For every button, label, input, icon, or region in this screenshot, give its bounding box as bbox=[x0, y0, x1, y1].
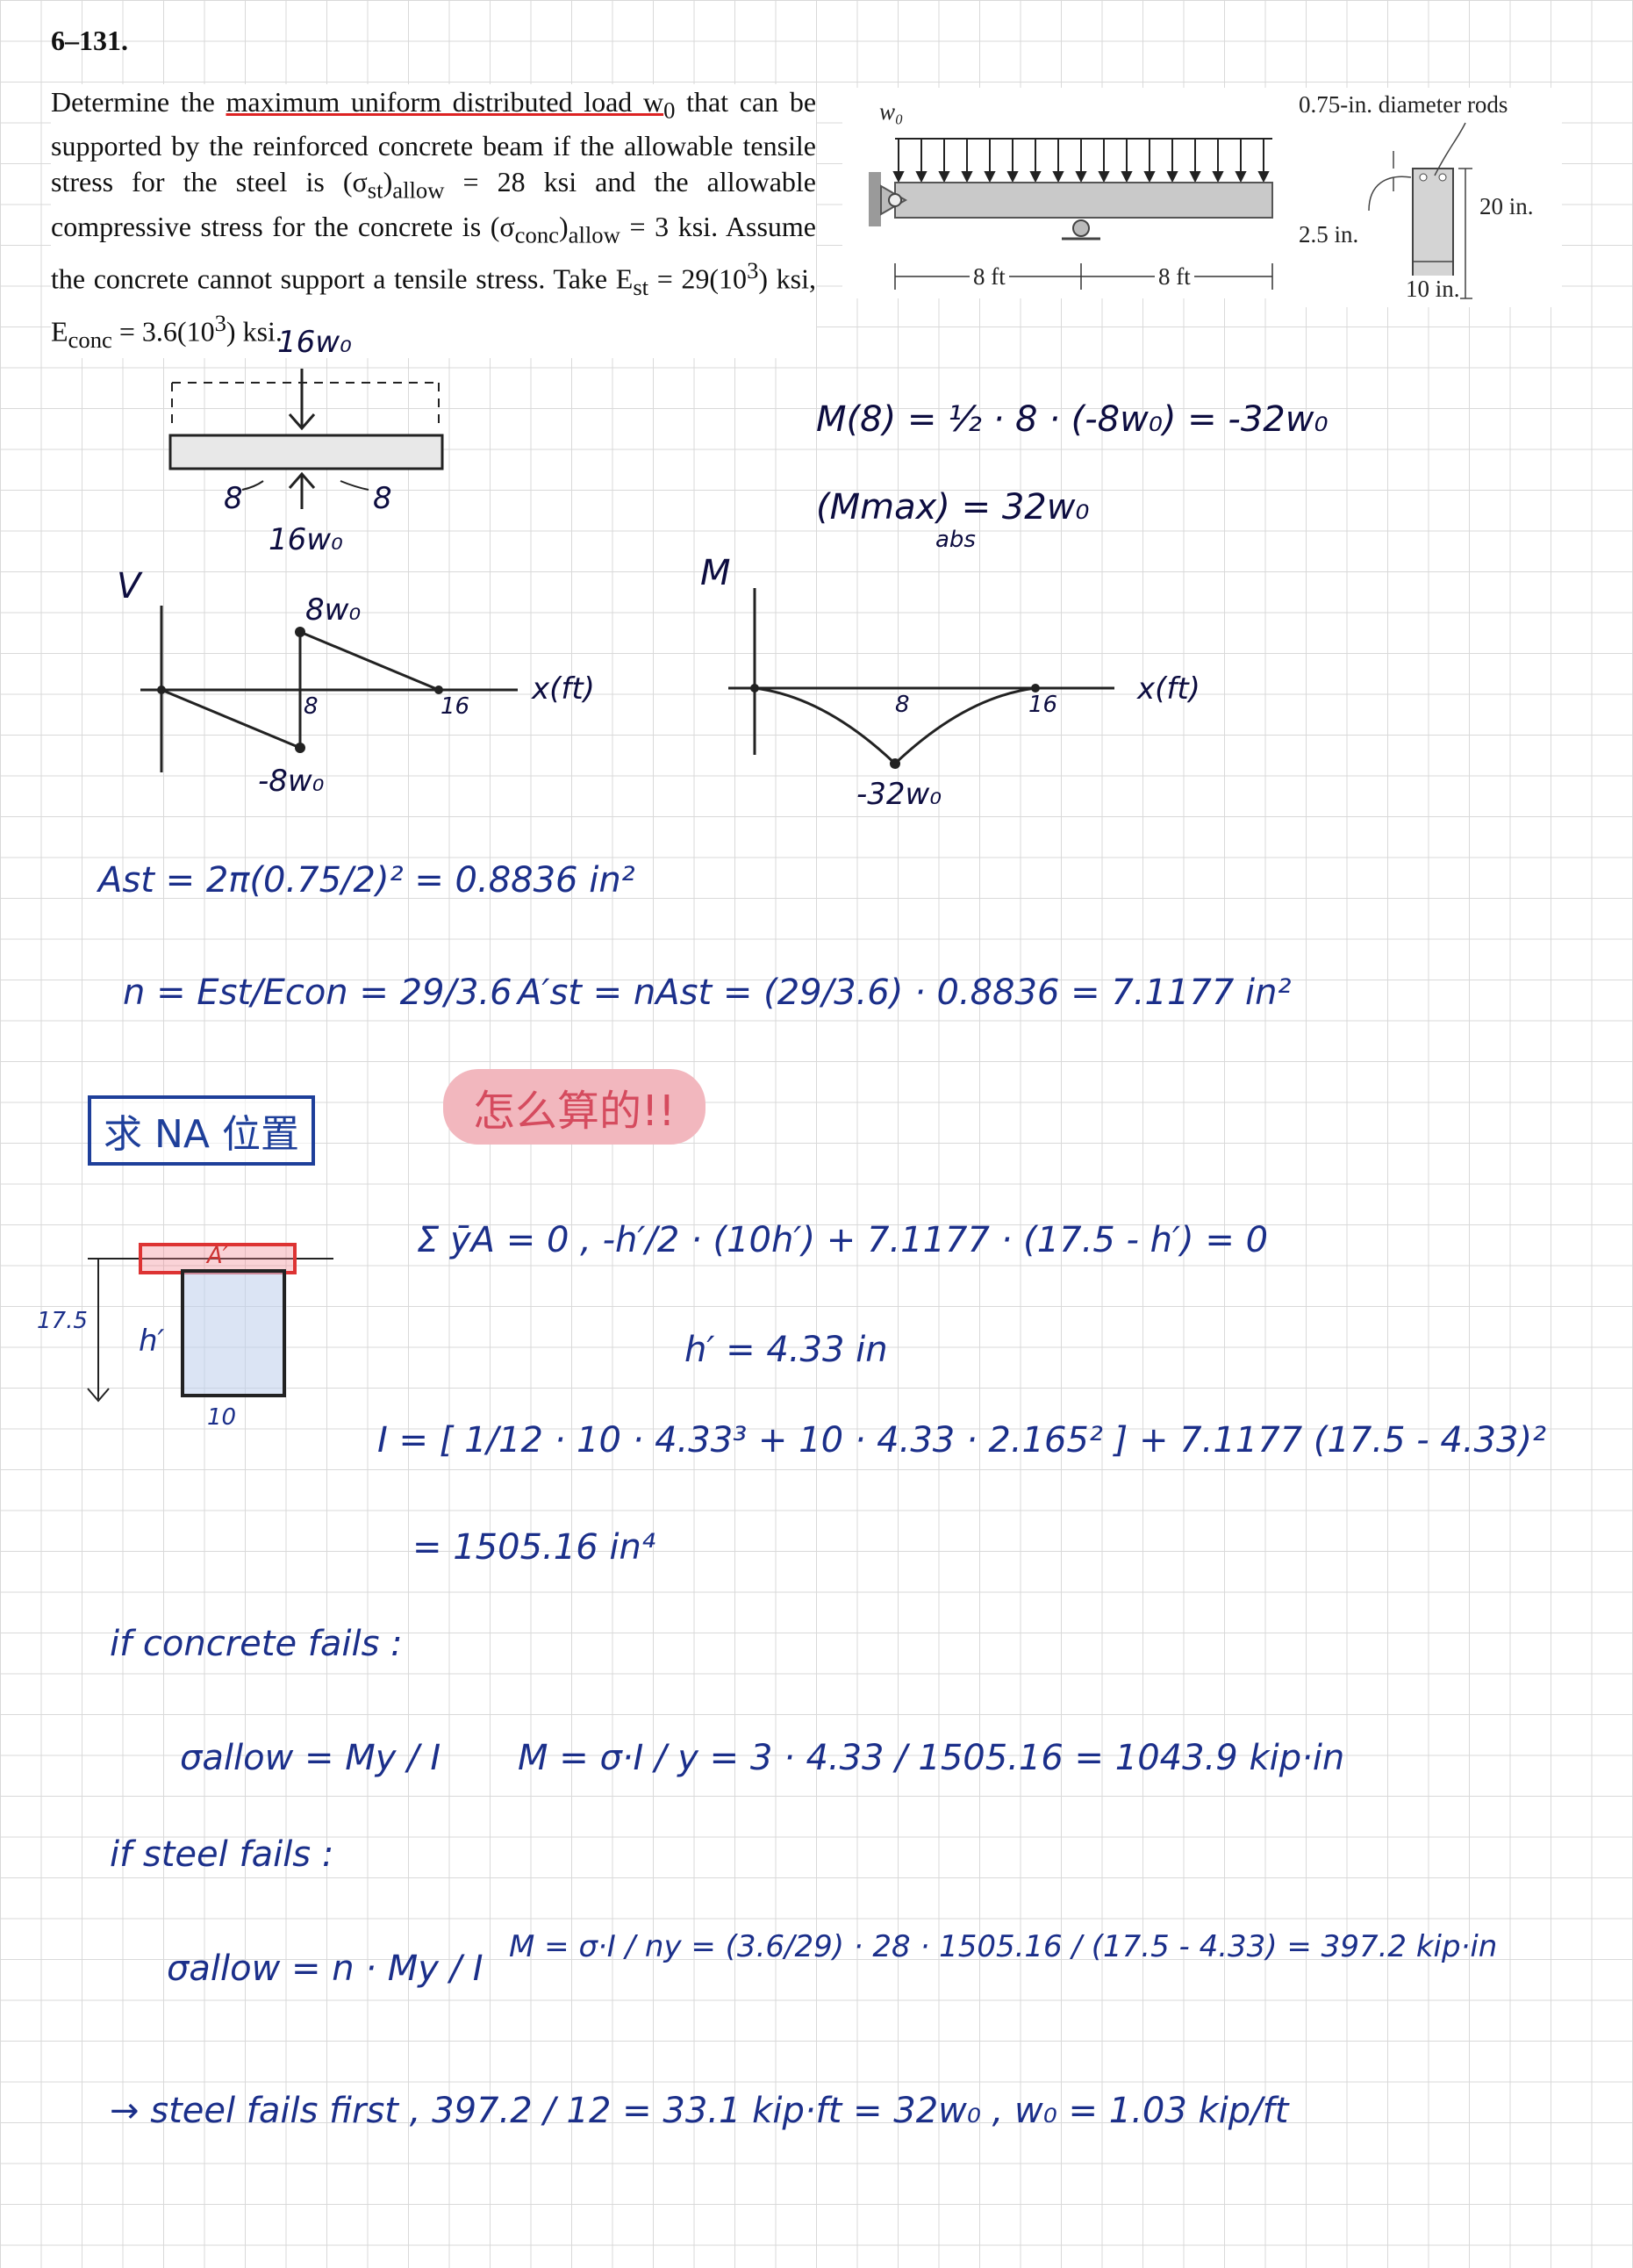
section-sketch bbox=[87, 1243, 333, 1403]
span-left-label: 8 ft bbox=[970, 263, 1009, 291]
shear-peak-neg: -8w₀ bbox=[258, 764, 325, 799]
final-result: → steel fails first , 397.2 / 12 = 33.1 … bbox=[110, 2091, 1289, 2131]
problem-statement: Determine the maximum uniform distribute… bbox=[51, 84, 816, 359]
concrete-eq2: M = σ·I / y = 3 · 4.33 / 1505.16 = 1043.… bbox=[518, 1738, 1345, 1778]
shear-peak-pos: 8w₀ bbox=[305, 592, 362, 628]
shear-axis-label: V bbox=[117, 566, 141, 606]
load-arrowhead bbox=[1189, 171, 1201, 183]
load-arrowhead bbox=[1212, 171, 1224, 183]
load-arrowhead bbox=[1006, 171, 1019, 183]
I-result: = 1505.16 in⁴ bbox=[412, 1527, 655, 1568]
section-h-label: h′ bbox=[139, 1324, 165, 1359]
moment-axis-label: M bbox=[700, 553, 731, 593]
fbd-resultant-top: 16w₀ bbox=[277, 325, 352, 360]
beam-figure: w₀ 8 ft 8 ft bbox=[842, 88, 1299, 298]
beam-drawing bbox=[869, 138, 1273, 290]
load-arrowhead bbox=[1235, 171, 1247, 183]
ast-prime-equation: A′st = nAst = (29/3.6) · 0.8836 = 7.1177… bbox=[518, 973, 1292, 1013]
moment-tick-8: 8 bbox=[895, 692, 910, 718]
load-label: w₀ bbox=[879, 98, 904, 126]
fbd-right-span: 8 bbox=[373, 481, 392, 516]
shear-diagram bbox=[140, 606, 518, 772]
load-arrowhead bbox=[1052, 171, 1064, 183]
fbd-left-span: 8 bbox=[224, 481, 243, 516]
load-arrowhead bbox=[961, 171, 973, 183]
h-result: h′ = 4.33 in bbox=[684, 1330, 888, 1370]
load-arrowhead bbox=[1029, 171, 1042, 183]
shear-tick-8: 8 bbox=[304, 693, 319, 720]
moment-x-label: x(ft) bbox=[1137, 671, 1200, 707]
moment-calc-line2: (Mmax) = 32w₀ bbox=[816, 487, 1090, 528]
cover-label: 2.5 in. bbox=[1299, 221, 1359, 248]
concrete-eq1: σallow = My / I bbox=[180, 1738, 441, 1778]
steel-eq1: σallow = n · My / I bbox=[167, 1949, 483, 1989]
load-arrowhead bbox=[1257, 171, 1270, 183]
section-depth-label: 17.5 bbox=[37, 1308, 88, 1334]
width-label: 10 in. bbox=[1406, 276, 1460, 303]
section-width-label: 10 bbox=[207, 1404, 237, 1431]
n-equation: n = Est/Econ = 29/3.6 bbox=[123, 973, 512, 1013]
fbd-reaction-bottom: 16w₀ bbox=[269, 522, 343, 557]
note-highlight: 怎么算的!! bbox=[443, 1069, 705, 1145]
steel-eq2: M = σ·I / ny = (3.6/29) · 28 · 1505.16 /… bbox=[509, 1929, 1498, 1964]
rods-label: 0.75-in. diameter rods bbox=[1299, 91, 1508, 118]
span-right-label: 8 ft bbox=[1155, 263, 1194, 291]
moment-calc-abs: abs bbox=[935, 527, 976, 553]
load-arrowhead bbox=[915, 171, 928, 183]
na-location-box: 求 NA 位置 bbox=[88, 1095, 315, 1166]
ast-equation: Ast = 2π(0.75/2)² = 0.8836 in² bbox=[98, 860, 635, 901]
height-label: 20 in. bbox=[1479, 193, 1534, 220]
I-equation: I = [ 1/12 · 10 · 4.33³ + 10 · 4.33 · 2.… bbox=[377, 1420, 1547, 1461]
section-a-label: A′ bbox=[207, 1243, 228, 1269]
load-arrowhead bbox=[1166, 171, 1178, 183]
load-arrowhead bbox=[1098, 171, 1110, 183]
load-arrowhead bbox=[984, 171, 996, 183]
moment-diagram bbox=[728, 588, 1114, 769]
shear-x-label: x(ft) bbox=[532, 671, 595, 707]
problem-number: 6–131. bbox=[51, 25, 128, 56]
underlined-phrase: maximum uniform distributed load w0 bbox=[226, 86, 676, 124]
moment-tick-16: 16 bbox=[1028, 692, 1058, 718]
steel-title: if steel fails : bbox=[110, 1834, 334, 1875]
load-arrowhead bbox=[892, 171, 905, 183]
sum-equation: Σ ȳA = 0 , -h′/2 · (10h′) + 7.1177 · (17… bbox=[417, 1220, 1269, 1260]
shear-tick-16: 16 bbox=[440, 693, 470, 720]
load-arrowhead bbox=[938, 171, 950, 183]
load-arrowhead bbox=[1143, 171, 1156, 183]
moment-min-label: -32w₀ bbox=[856, 777, 942, 812]
section-figure: 0.75-in. diameter rods 2.5 in. 20 in. 10… bbox=[1299, 88, 1562, 307]
load-arrowhead bbox=[1075, 171, 1087, 183]
moment-calc-line1: M(8) = ½ · 8 · (-8w₀) = -32w₀ bbox=[816, 399, 1329, 440]
load-arrowhead bbox=[1121, 171, 1133, 183]
concrete-title: if concrete fails : bbox=[110, 1624, 403, 1664]
fbd-sketch bbox=[168, 369, 444, 509]
